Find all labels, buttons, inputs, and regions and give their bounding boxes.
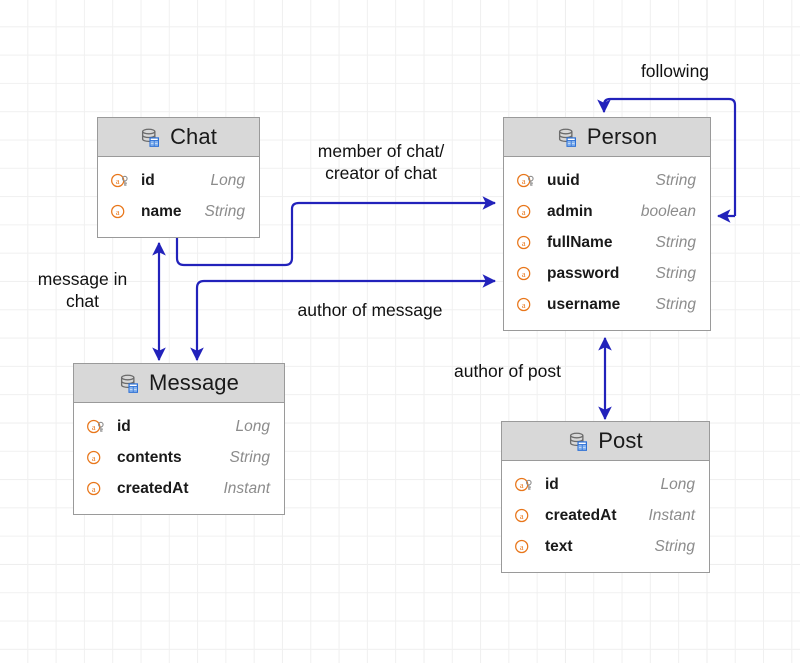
svg-text:a: a	[522, 238, 526, 248]
attribute-name: username	[547, 295, 621, 313]
attribute-name: id	[545, 475, 559, 493]
attribute-key-icon: a	[515, 477, 532, 492]
svg-text:a: a	[520, 511, 524, 521]
svg-text:a: a	[522, 300, 526, 310]
edge-label-member-of-chat: member of chat/ creator of chat	[317, 141, 445, 184]
attribute-row[interactable]: a text String	[514, 531, 695, 562]
attribute-name: text	[545, 537, 573, 555]
svg-text:a: a	[520, 542, 524, 552]
entity-chat[interactable]: Chat a id Long a name	[97, 117, 260, 238]
attribute-row[interactable]: a createdAt Instant	[86, 473, 270, 504]
svg-text:a: a	[92, 453, 96, 463]
entity-person-header[interactable]: Person	[504, 118, 710, 157]
attribute-icon: a	[517, 204, 531, 219]
database-table-icon	[558, 128, 576, 147]
attribute-key-icon: a	[517, 173, 534, 188]
attribute-name: createdAt	[545, 506, 617, 524]
entity-chat-title: Chat	[170, 124, 217, 149]
edge-label-author-of-post: author of post	[453, 361, 562, 381]
svg-text:a: a	[116, 176, 120, 186]
attribute-icon: a	[517, 266, 531, 281]
attribute-icon: a	[87, 450, 101, 465]
attribute-icon: a	[111, 204, 125, 219]
attribute-icon: a	[87, 481, 101, 496]
attribute-icon: a	[515, 539, 529, 554]
attribute-name: uuid	[547, 171, 580, 189]
svg-text:a: a	[522, 207, 526, 217]
attribute-type: String	[204, 202, 246, 220]
attribute-type: boolean	[640, 202, 696, 220]
attribute-row[interactable]: a id Long	[110, 165, 245, 196]
database-table-icon	[142, 128, 160, 147]
entity-post-title: Post	[598, 428, 643, 453]
attribute-type: String	[655, 233, 697, 251]
attribute-row[interactable]: a admin boolean	[516, 196, 696, 227]
attribute-icon: a	[517, 297, 531, 312]
attribute-row[interactable]: a username String	[516, 289, 696, 320]
svg-text:a: a	[522, 176, 526, 186]
attribute-type: String	[655, 264, 697, 282]
attribute-name: contents	[117, 448, 182, 466]
edge-label-author-of-message: author of message	[297, 300, 443, 320]
attribute-row[interactable]: a contents String	[86, 442, 270, 473]
entity-person[interactable]: Person a uuid String a	[503, 117, 711, 331]
attribute-name: fullName	[547, 233, 613, 251]
attribute-type: Instant	[648, 506, 695, 524]
entity-chat-header[interactable]: Chat	[98, 118, 259, 157]
attribute-row[interactable]: a password String	[516, 258, 696, 289]
edge-label-message-in-chat: message in chat	[37, 269, 128, 312]
attribute-icon: a	[517, 235, 531, 250]
entity-message-title: Message	[149, 370, 239, 395]
attribute-row[interactable]: a uuid String	[516, 165, 696, 196]
attribute-name: admin	[547, 202, 593, 220]
attribute-type: String	[229, 448, 271, 466]
attribute-name: name	[141, 202, 182, 220]
attribute-type: String	[655, 171, 697, 189]
attribute-row[interactable]: a id Long	[86, 411, 270, 442]
entity-person-title: Person	[586, 124, 658, 149]
svg-text:a: a	[116, 207, 120, 217]
entity-message-attributes: a id Long a contents String	[74, 403, 284, 514]
entity-message-header[interactable]: Message	[74, 364, 284, 403]
entity-chat-attributes: a id Long a name String	[98, 157, 259, 237]
entity-post-attributes: a id Long a createdAt Instant	[502, 461, 709, 572]
attribute-icon: a	[515, 508, 529, 523]
attribute-row[interactable]: a id Long	[514, 469, 695, 500]
attribute-type: Long	[210, 171, 245, 189]
svg-text:a: a	[520, 480, 524, 490]
attribute-name: id	[117, 417, 131, 435]
svg-text:a: a	[92, 422, 96, 432]
attribute-key-icon: a	[87, 419, 104, 434]
edge-label-following: following	[640, 61, 710, 81]
attribute-row[interactable]: a fullName String	[516, 227, 696, 258]
attribute-name: createdAt	[117, 479, 189, 497]
attribute-type: Instant	[223, 479, 270, 497]
database-table-icon	[570, 432, 588, 451]
attribute-row[interactable]: a name String	[110, 196, 245, 227]
entity-post-header[interactable]: Post	[502, 422, 709, 461]
attribute-type: String	[655, 295, 697, 313]
entity-message[interactable]: Message a id Long a con	[73, 363, 285, 515]
attribute-type: String	[654, 537, 696, 555]
svg-text:a: a	[92, 484, 96, 494]
attribute-name: password	[547, 264, 620, 282]
attribute-key-icon: a	[111, 173, 128, 188]
entity-person-attributes: a uuid String a admin boolean	[504, 157, 710, 330]
database-table-icon	[120, 374, 139, 393]
attribute-type: Long	[235, 417, 270, 435]
svg-text:a: a	[522, 269, 526, 279]
attribute-row[interactable]: a createdAt Instant	[514, 500, 695, 531]
attribute-name: id	[141, 171, 155, 189]
entity-post[interactable]: Post a id Long a create	[501, 421, 710, 573]
attribute-type: Long	[660, 475, 695, 493]
